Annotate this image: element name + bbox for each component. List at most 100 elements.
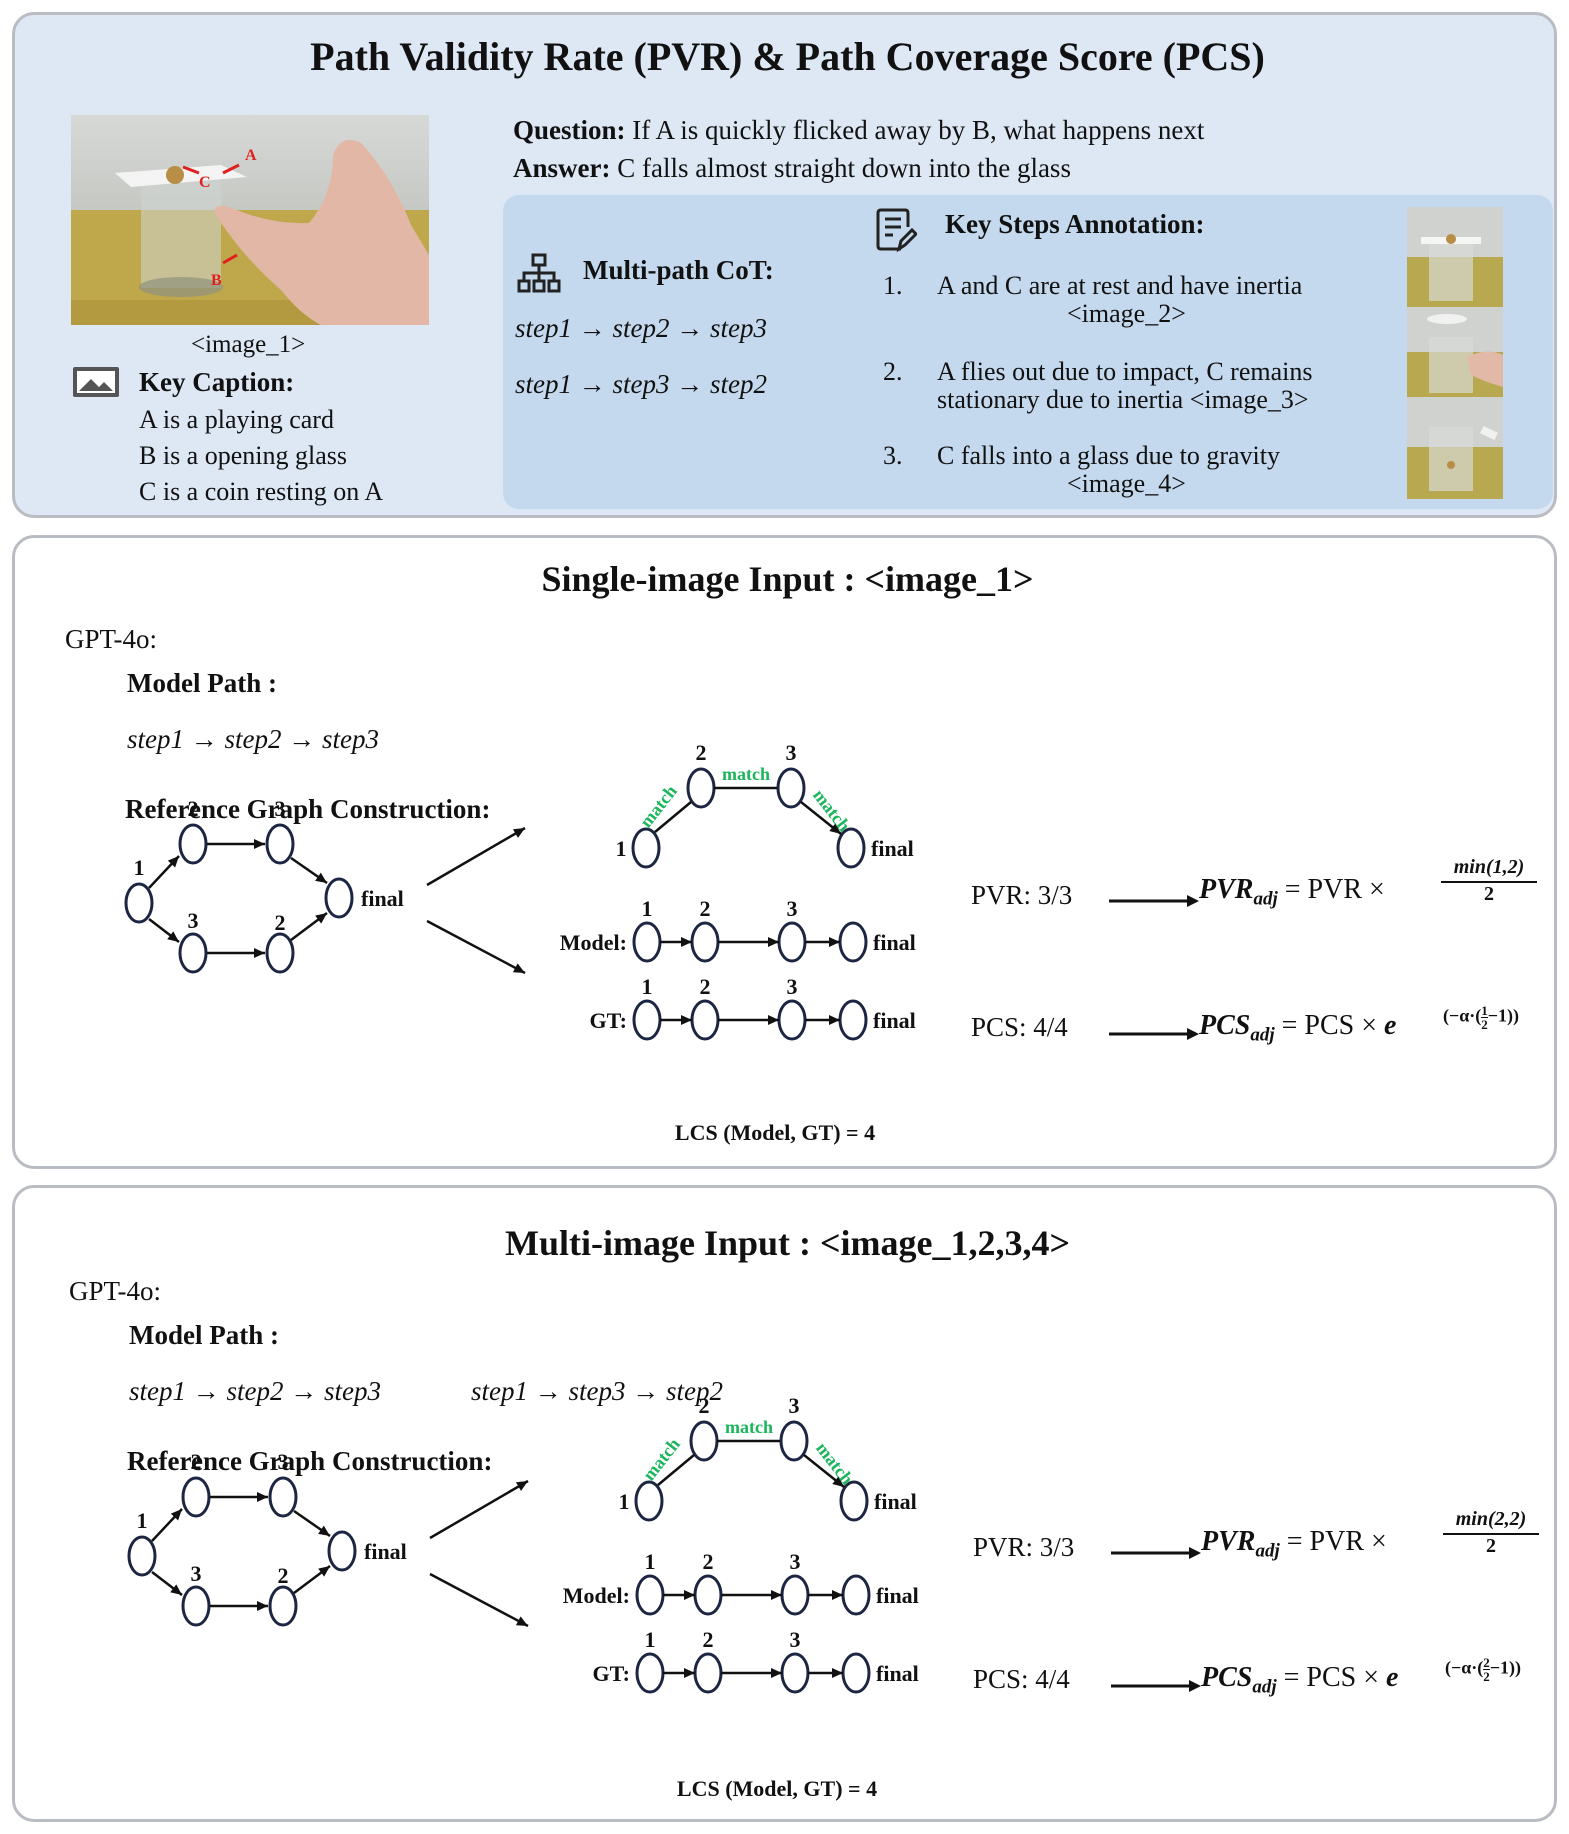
graph-node	[178, 932, 208, 974]
graph-node-label: 3	[191, 1561, 202, 1586]
graph-edge-head	[257, 1492, 268, 1502]
answer: Answer: C falls almost straight down int…	[513, 153, 1071, 184]
pcs-adj-symbol: PCS	[1201, 1662, 1253, 1693]
graph-node-label: 3	[188, 908, 199, 933]
pvr-fraction: min(2,2) 2	[1443, 1508, 1539, 1558]
graph-node	[838, 999, 868, 1041]
key-step-number: 3.	[883, 441, 903, 470]
graph-node	[265, 932, 295, 974]
thumbnail-image-4	[1407, 397, 1503, 499]
model-name: GPT-4o:	[65, 624, 158, 654]
hierarchy-icon	[517, 253, 561, 293]
graph-node-label: 2	[188, 796, 199, 821]
single-panel-title: Single-image Input : <image_1>	[541, 559, 1034, 599]
graph-node-label: final	[873, 930, 916, 955]
graph-edge-head	[681, 937, 692, 947]
model-name: GPT-4o:	[69, 1276, 162, 1306]
key-step-text: C falls into a glass due to gravity	[937, 441, 1281, 470]
pcs-formula-eq: = PCS ×	[1283, 1662, 1380, 1693]
graph-node	[124, 882, 154, 924]
answer-label: Answer:	[513, 153, 611, 183]
graph-node-label: final	[873, 1008, 916, 1033]
graph-node	[268, 1585, 298, 1627]
top-panel: Path Validity Rate (PVR) & Path Coverage…	[12, 12, 1557, 518]
graph-edge-head	[170, 1509, 182, 1521]
graph-node	[268, 1476, 298, 1518]
graph-node	[693, 1652, 723, 1694]
question-label: Question:	[513, 115, 626, 145]
key-step-number: 1.	[883, 271, 903, 300]
split-arrow-head	[515, 1481, 528, 1491]
multi-image-panel: Multi-image Input : <image_1,2,3,4> GPT-…	[12, 1185, 1557, 1822]
question-text: If A is quickly flicked away by B, what …	[632, 115, 1205, 145]
graph-edge	[657, 1454, 695, 1486]
photo-annotation-a: A	[222, 147, 257, 175]
graph-edge-head	[257, 1601, 268, 1611]
graph-node	[634, 1480, 664, 1522]
graph-node	[841, 1574, 871, 1616]
graph-node	[686, 767, 716, 809]
svg-text:B: B	[211, 272, 222, 289]
answer-text: C falls almost straight down into the gl…	[617, 153, 1071, 183]
split-arrow	[426, 826, 526, 887]
graph-node	[689, 1420, 719, 1462]
reference-graph-label: Reference Graph Construction:	[127, 1446, 493, 1476]
key-steps-heading: Key Steps Annotation:	[945, 209, 1205, 239]
graph-node-label: 1	[619, 1489, 630, 1514]
graph-node	[777, 921, 807, 963]
graph-edge-head	[681, 1015, 692, 1025]
lcs-label: LCS (Model, GT) = 4	[674, 1120, 876, 1145]
graph-node-label: 2	[275, 910, 286, 935]
model-path-row-label: Model:	[563, 1583, 630, 1608]
graph-node	[690, 999, 720, 1041]
graph-node-label: 3	[278, 1449, 289, 1474]
graph-node-label: 2	[699, 1393, 710, 1418]
pcs-exp-pre: (−α·(	[1445, 1657, 1484, 1678]
graph-node-label: 2	[696, 740, 707, 765]
graph-node	[838, 921, 868, 963]
graph-node	[635, 1652, 665, 1694]
graph-edge-head	[315, 872, 327, 883]
graph-edge-head	[684, 1590, 695, 1600]
reference-graph-label: Reference Graph Construction:	[125, 794, 491, 824]
graph-node	[690, 921, 720, 963]
pvr-formula-eq: = PVR ×	[1284, 874, 1385, 905]
pvr-fraction-denominator: 2	[1484, 883, 1494, 905]
match-label: match	[636, 781, 681, 831]
graph-edge-head	[167, 931, 179, 942]
image-icon	[73, 367, 119, 397]
graph-node	[631, 827, 661, 869]
pvr-adj-subscript: adj	[1253, 888, 1278, 910]
graph-node	[178, 823, 208, 865]
graph-node	[841, 1652, 871, 1694]
key-step-text: stationary due to inertia <image_3>	[937, 385, 1309, 414]
split-arrow	[429, 1572, 529, 1628]
multipath-path: step1 → step2 → step3	[515, 313, 767, 343]
key-step-image-tag: <image_2>	[1067, 299, 1186, 328]
pcs-exp-denominator: 2	[1481, 1017, 1488, 1032]
graph-edge-head	[768, 937, 779, 947]
model-path-label: Model Path :	[129, 1320, 279, 1350]
graph-node-label: final	[364, 1539, 407, 1564]
graph-node-label: 3	[790, 1627, 801, 1652]
graph-node	[327, 1530, 357, 1572]
pcs-exp-denominator: 2	[1483, 1669, 1490, 1684]
photo-annotation-c: C	[182, 165, 211, 191]
pvr-fraction-numerator: min(1,2)	[1441, 856, 1537, 883]
match-label: match	[725, 1417, 773, 1437]
graph-node	[127, 1535, 157, 1577]
pvr-formula: PVRadj = PVR ×	[1199, 874, 1385, 911]
key-caption-line: C is a coin resting on A	[139, 477, 384, 506]
graph-node-label: 1	[645, 1627, 656, 1652]
pvr-formula: PVRadj = PVR ×	[1201, 1526, 1387, 1563]
pvr-fraction-denominator: 2	[1486, 1535, 1496, 1557]
graph-edge-head	[829, 1015, 840, 1025]
model-path-label: Model Path :	[127, 668, 277, 698]
graph-node-label: 1	[645, 1549, 656, 1574]
model-path: step1 → step3 → step2	[471, 1376, 723, 1406]
pvr-score: PVR: 3/3	[971, 880, 1073, 910]
graph-edge-head	[167, 856, 179, 868]
photo-annotation-b: B	[211, 253, 238, 289]
